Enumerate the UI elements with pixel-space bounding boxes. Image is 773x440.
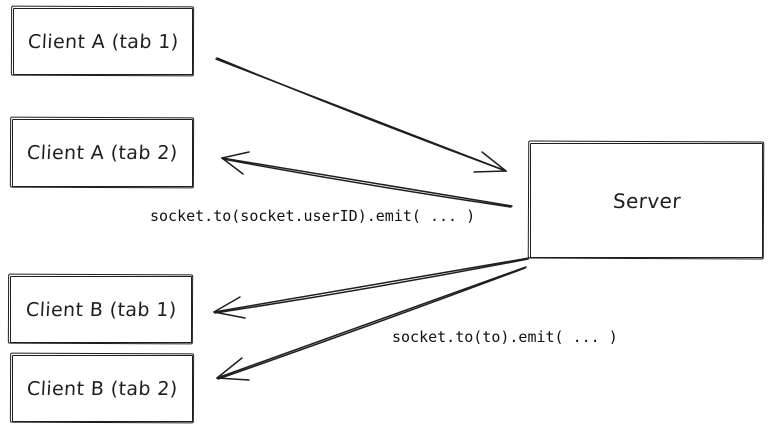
node-client-a-tab2-label: Client A (tab 2) <box>26 142 179 164</box>
node-server: Server <box>530 143 763 258</box>
node-client-b-tab1: Client B (tab 1) <box>10 276 192 343</box>
node-client-a-tab2: Client A (tab 2) <box>12 119 193 187</box>
node-client-a-tab1: Client A (tab 1) <box>13 8 193 75</box>
node-server-label: Server <box>611 188 682 213</box>
arrow-server-to-client-a-tab2 <box>221 151 513 208</box>
edge-label-emit-to: socket.to(to).emit( ... ) <box>392 328 618 346</box>
node-client-b-tab2: Client B (tab 2) <box>12 355 193 422</box>
arrow-client-a-tab1-to-server <box>215 57 507 173</box>
node-client-b-tab2-label: Client B (tab 2) <box>26 377 179 400</box>
arrow-server-to-client-b-tab2 <box>216 266 527 381</box>
node-client-b-tab1-label: Client B (tab 1) <box>25 298 177 321</box>
node-client-a-tab1-label: Client A (tab 1) <box>27 30 179 53</box>
edge-label-emit-userid: socket.to(socket.userID).emit( ... ) <box>150 207 476 225</box>
arrow-server-to-client-b-tab1 <box>213 257 530 319</box>
